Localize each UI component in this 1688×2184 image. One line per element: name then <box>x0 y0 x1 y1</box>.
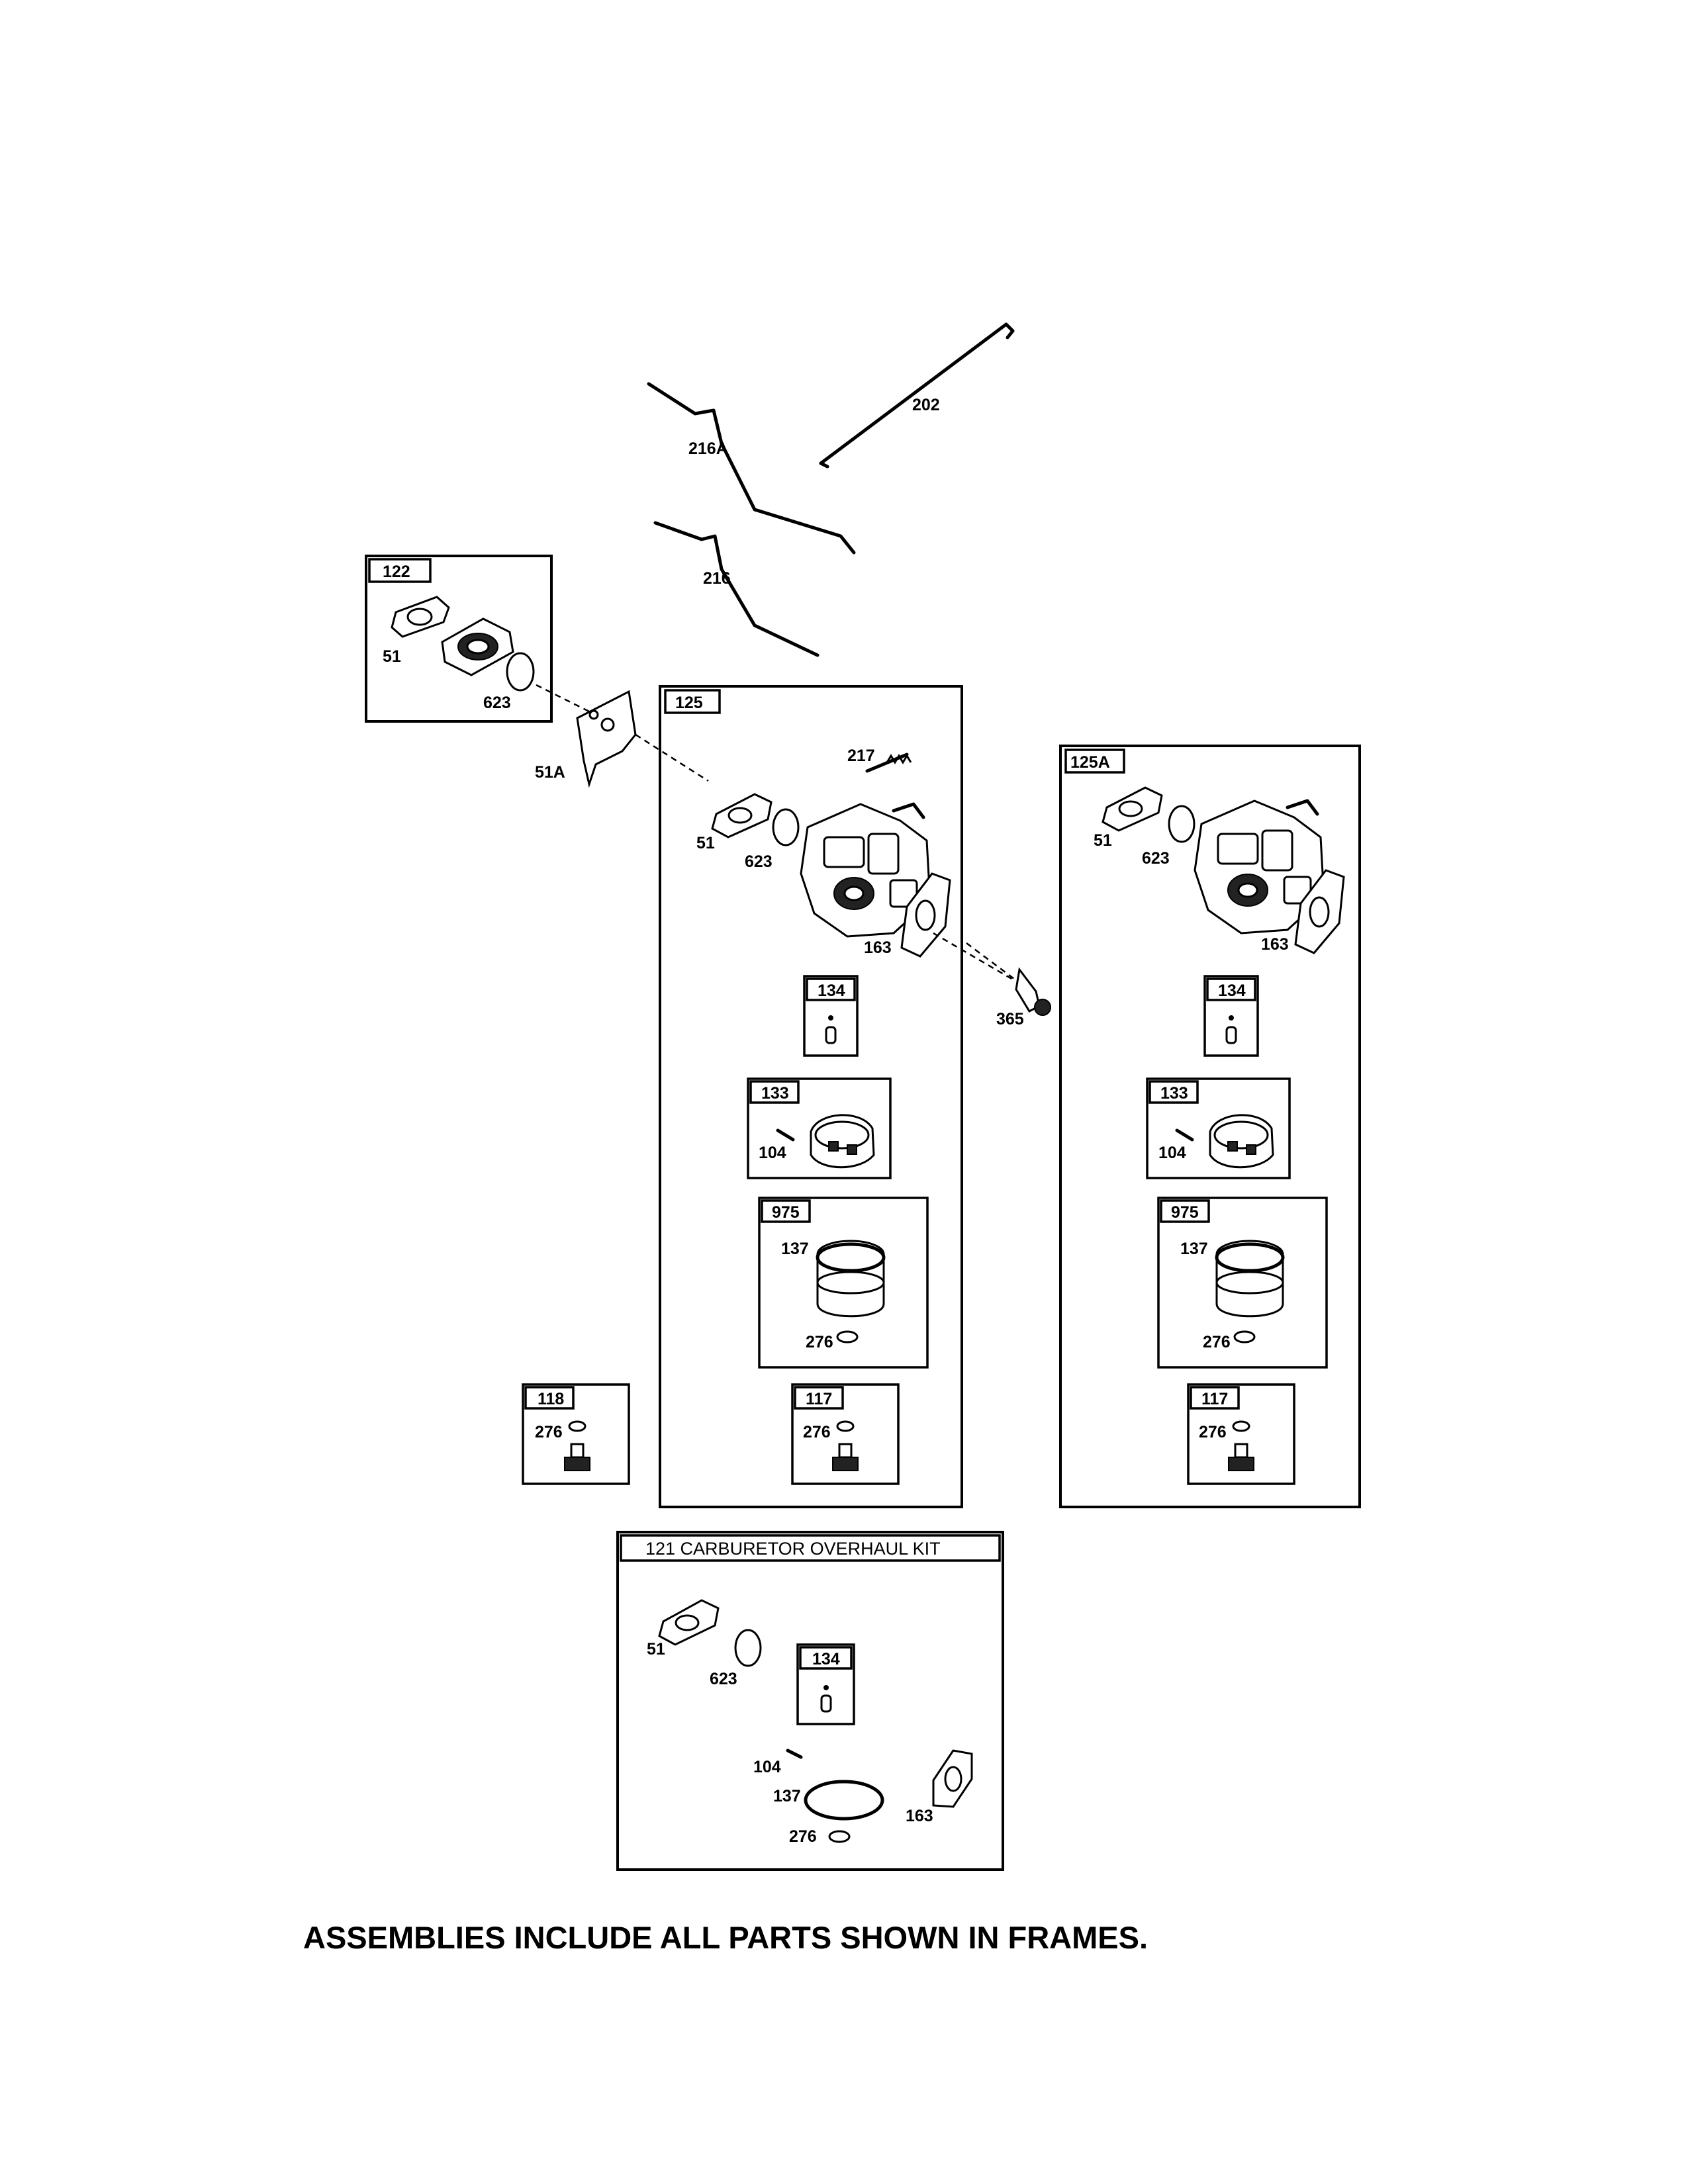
jet-icon <box>1229 1015 1234 1021</box>
frame-125A-sub-label-104: 104 <box>1158 1144 1186 1162</box>
kit-title: 121 CARBURETOR OVERHAUL KIT <box>645 1539 941 1559</box>
frame-125-sub-tag-975: 975 <box>772 1203 800 1222</box>
bowl-nut-icon <box>832 1443 859 1471</box>
kit-label-104: 104 <box>753 1758 781 1776</box>
frame-125-sub-label-104: 104 <box>759 1144 786 1162</box>
linkage-rod-202: 202 <box>819 322 1015 469</box>
frame-125-sub-label-276: 276 <box>806 1333 833 1351</box>
frame-122-label-623: 623 <box>483 694 511 712</box>
float-icon <box>1209 1114 1274 1169</box>
kit-label-51: 51 <box>647 1640 665 1659</box>
bowl-nut-icon <box>1228 1443 1254 1471</box>
frame-125A-sub-tag-975: 975 <box>1171 1203 1199 1222</box>
frame-125A-sub-tag-134: 134 <box>1218 981 1246 1000</box>
jet-icon <box>828 1015 833 1021</box>
o-ring-623-icon <box>1168 805 1196 843</box>
frame-121-overhaul-kit: 121 CARBURETOR OVERHAUL KIT 51 623 134 1… <box>616 1531 1004 1871</box>
bowl-nut-icon <box>564 1443 590 1471</box>
carburetor-icon <box>800 802 931 938</box>
frame-125A-sub-label-276: 276 <box>1203 1333 1231 1351</box>
float-icon <box>810 1114 875 1169</box>
frame-125-label-623: 623 <box>745 852 773 871</box>
frame-118: 118 276 <box>522 1383 630 1485</box>
assemblies-note: ASSEMBLIES INCLUDE ALL PARTS SHOWN IN FR… <box>303 1920 1148 1955</box>
pin-104-icon <box>776 1128 795 1142</box>
callout-217: 217 <box>847 747 875 765</box>
washer-276-icon <box>568 1420 586 1432</box>
frame-125-sub-label-276b: 276 <box>803 1423 831 1441</box>
callout-202: 202 <box>912 396 940 414</box>
frame-tag-118: 118 <box>538 1390 564 1408</box>
o-ring-623-icon <box>734 1629 762 1667</box>
float-bowl-icon <box>1215 1240 1285 1318</box>
seal-276-icon <box>836 1330 859 1343</box>
callout-216A: 216A <box>688 439 728 458</box>
frame-118-label-276: 276 <box>535 1423 563 1441</box>
seal-276-icon <box>828 1830 851 1843</box>
frame-125A-label-623: 623 <box>1142 849 1170 868</box>
frame-tag-125A: 125A <box>1070 753 1110 772</box>
frame-125A-sub-tag-117: 117 <box>1201 1390 1228 1408</box>
frame-125: 125 217 51 623 163 134 <box>659 685 1013 1508</box>
frame-125A-sub-tag-133: 133 <box>1160 1084 1188 1103</box>
seal-276-icon <box>1233 1330 1256 1343</box>
frame-tag-125: 125 <box>675 694 703 712</box>
kit-label-276: 276 <box>789 1827 817 1846</box>
kit-label-623: 623 <box>710 1670 737 1688</box>
frame-125-sub-label-137: 137 <box>781 1240 809 1258</box>
frame-125-label-163: 163 <box>864 938 892 957</box>
callout-216: 216 <box>703 569 731 588</box>
frame-122-label-51: 51 <box>383 647 401 666</box>
choke-spring-217: 217 <box>847 747 912 773</box>
frame-tag-122: 122 <box>383 563 410 581</box>
frame-122: 122 51 623 <box>365 555 610 723</box>
governor-link-216: 216 <box>653 521 820 657</box>
pin-104-icon <box>1175 1128 1194 1142</box>
float-bowl-icon <box>816 1240 886 1318</box>
frame-125-sub-tag-117: 117 <box>806 1390 832 1408</box>
o-ring-623-icon <box>772 808 800 846</box>
frame-125-sub-tag-133: 133 <box>761 1084 789 1103</box>
o-ring-623-icon <box>506 652 535 692</box>
callout-365: 365 <box>996 1010 1024 1028</box>
frame-125A-label-163: 163 <box>1261 935 1289 954</box>
gasket-137-icon <box>804 1780 884 1821</box>
frame-125A-sub-label-137: 137 <box>1180 1240 1208 1258</box>
insulator-plate-51A: 51A <box>535 690 709 788</box>
frame-125-sub-tag-134: 134 <box>818 981 845 1000</box>
frame-125A-label-51: 51 <box>1094 831 1112 850</box>
kit-label-163: 163 <box>906 1807 933 1825</box>
governor-link-216A: 216A <box>647 382 856 555</box>
washer-276-icon <box>1232 1420 1250 1432</box>
washer-276-icon <box>836 1420 855 1432</box>
carburetor-icon <box>1194 799 1325 934</box>
pin-104-icon <box>786 1749 803 1759</box>
bolt-365: 365 <box>966 942 1051 1028</box>
jet-icon <box>823 1685 829 1690</box>
frame-125A: 125A 51 623 163 134 133 104 <box>1059 745 1361 1508</box>
kit-sub-tag-134: 134 <box>812 1650 840 1668</box>
frame-125A-sub-label-276b: 276 <box>1199 1423 1227 1441</box>
frame-125-label-51: 51 <box>696 834 715 852</box>
callout-51A: 51A <box>535 763 565 782</box>
kit-label-137: 137 <box>773 1787 801 1805</box>
